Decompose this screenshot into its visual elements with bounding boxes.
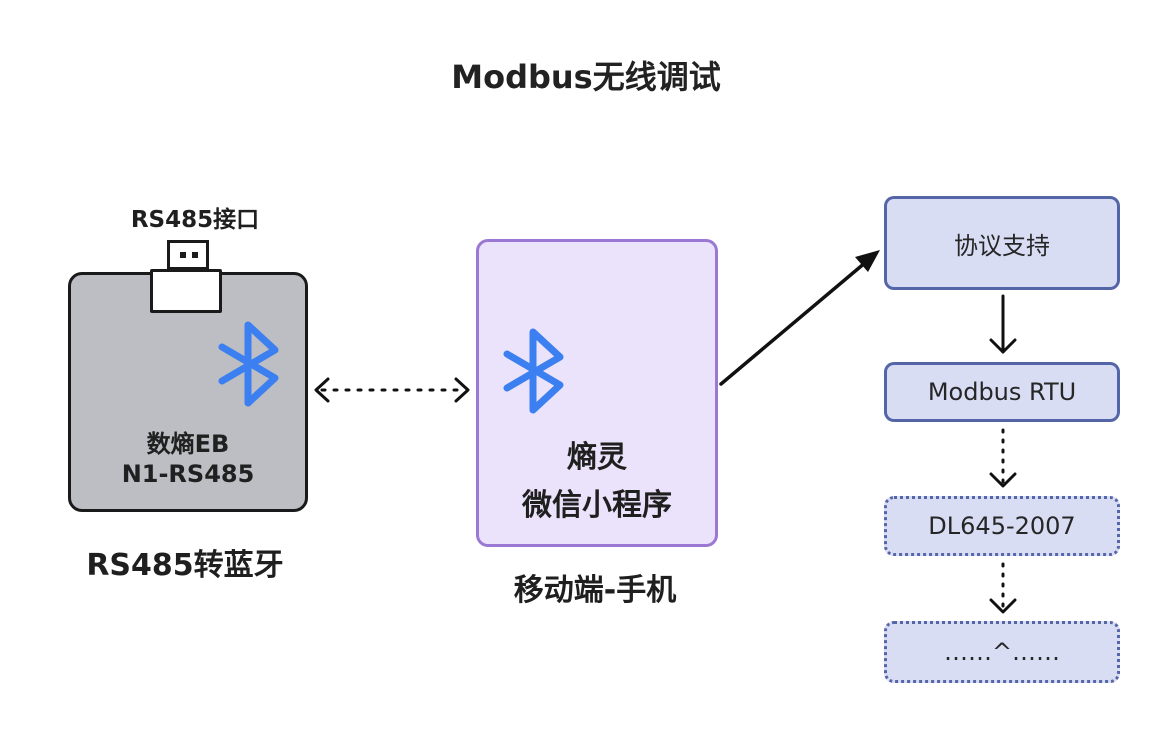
protocol-box-modbus-rtu: Modbus RTU — [884, 362, 1120, 422]
protocol-label: ……^…… — [943, 638, 1061, 666]
rs485-port-plug — [167, 240, 209, 270]
protocol-box-support: 协议支持 — [884, 196, 1120, 290]
device-caption: RS485转蓝牙 — [86, 548, 284, 583]
diagram-title: Modbus无线调试 — [451, 58, 721, 96]
mobile-app-type: 微信小程序 — [522, 488, 672, 523]
rs485-port — [150, 269, 222, 313]
bluetooth-icon — [218, 321, 279, 407]
device-name: 数熵EB — [146, 430, 230, 458]
device-model: N1-RS485 — [121, 460, 255, 488]
mobile-app-name: 熵灵 — [567, 440, 627, 475]
protocol-label: DL645-2007 — [928, 512, 1076, 540]
port-label: RS485接口 — [130, 207, 260, 233]
arrow-down-dotted — [989, 562, 1017, 614]
bidirectional-arrow — [314, 377, 470, 403]
arrow-down-solid — [989, 294, 1017, 354]
protocol-label: Modbus RTU — [927, 378, 1077, 406]
port-pin — [180, 252, 186, 258]
arrow-to-protocols — [719, 250, 880, 386]
bluetooth-icon — [503, 328, 564, 414]
protocol-box-dl645: DL645-2007 — [884, 496, 1120, 556]
arrow-down-dotted — [989, 428, 1017, 488]
mobile-caption: 移动端-手机 — [513, 573, 677, 608]
mobile-box — [476, 239, 718, 547]
port-pin — [192, 252, 198, 258]
protocol-label: 协议支持 — [954, 231, 1050, 260]
protocol-box-more: ……^…… — [884, 621, 1120, 683]
